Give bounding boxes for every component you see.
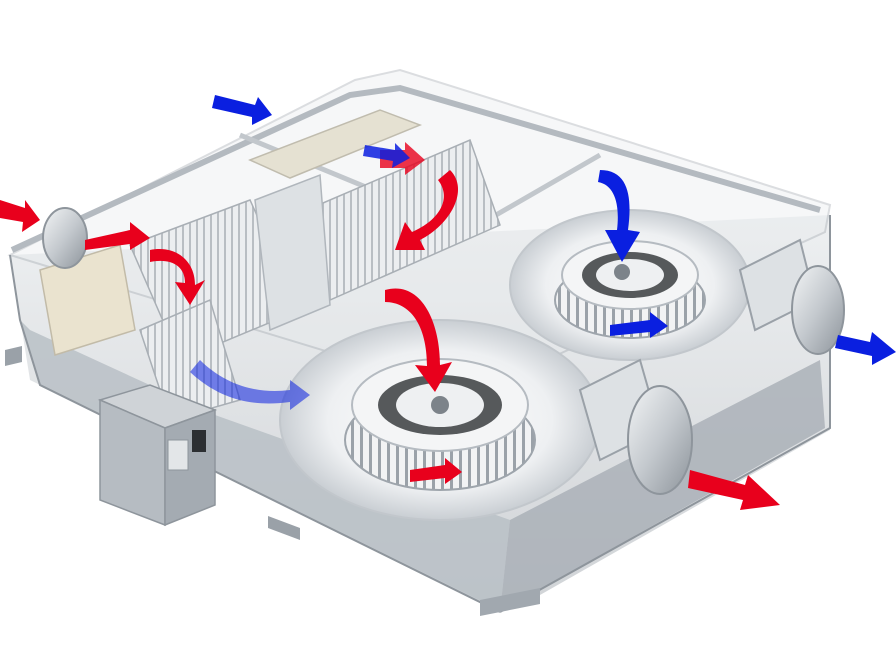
fan-hub <box>614 264 630 280</box>
inlet-duct <box>42 207 88 269</box>
outlet-duct <box>627 385 693 495</box>
blower-fan <box>279 319 601 521</box>
filter-panel <box>39 244 136 356</box>
outlet-duct <box>791 265 845 355</box>
duct-collars <box>42 207 845 495</box>
control-box <box>97 384 218 527</box>
blower-fan <box>509 209 751 361</box>
filter-panel <box>248 109 423 179</box>
fresh-air-arrows <box>0 142 780 510</box>
exhaust-air-arrows <box>190 95 896 410</box>
heat-exchanger-core <box>39 109 501 421</box>
fan-hub <box>431 396 449 414</box>
